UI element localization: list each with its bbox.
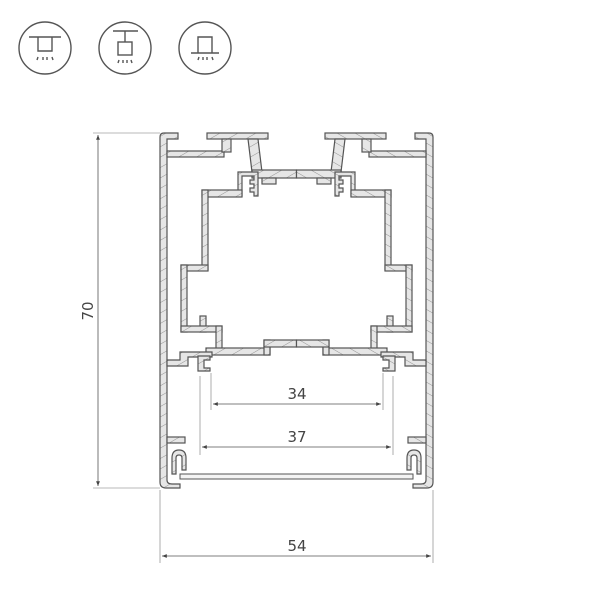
inner-width-wide-dimension: 37 xyxy=(199,376,394,455)
inner-width-narrow-dimension: 34 xyxy=(210,373,384,410)
height-dimension: 70 xyxy=(79,132,160,489)
suspended-mount-icon xyxy=(98,21,152,75)
inner-width-wide-label: 37 xyxy=(287,428,306,446)
recessed-mount-icon xyxy=(178,21,232,75)
width-label: 54 xyxy=(287,537,306,555)
surface-mount-icon xyxy=(18,21,72,75)
height-label: 70 xyxy=(79,301,97,320)
profile-cross-section xyxy=(159,132,434,489)
diffuser-lens xyxy=(179,473,414,480)
inner-width-narrow-label: 34 xyxy=(287,385,306,403)
width-dimension: 54 xyxy=(159,490,434,563)
